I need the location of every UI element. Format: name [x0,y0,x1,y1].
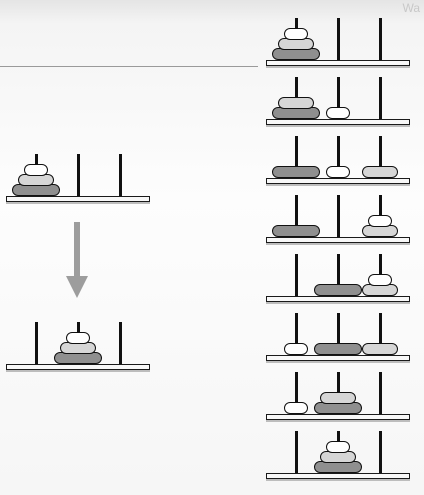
peg-1 [294,372,298,414]
small-disk [368,215,392,227]
medium-disk [362,166,398,178]
small-disk [326,107,350,119]
tower-base [266,60,410,66]
peg-3 [378,77,382,119]
small-disk [284,402,308,414]
step-8-tower [266,431,410,481]
step-2-tower [266,77,410,127]
peg-1 [34,322,38,364]
step-3-tower [266,136,410,186]
top-shade [0,0,424,24]
tower-base [6,364,150,370]
peg-1 [294,195,298,237]
tower-base [266,355,410,361]
step-4-tower [266,195,410,245]
tower-base [266,119,410,125]
peg-3 [378,431,382,473]
peg-2 [336,136,340,178]
small-disk [24,164,48,176]
tower-base [266,296,410,302]
tower-base [6,196,150,202]
medium-disk [362,343,398,355]
medium-disk [320,392,356,404]
step-1-tower [266,18,410,68]
small-disk [284,343,308,355]
peg-1 [294,431,298,473]
small-disk [326,441,350,453]
peg-1 [294,313,298,355]
arrow-down-icon [74,222,80,278]
small-disk [66,332,90,344]
peg-2 [336,254,340,296]
small-disk [326,166,350,178]
small-disk [368,274,392,286]
large-disk [314,343,362,355]
peg-2 [336,18,340,60]
tower-base [266,473,410,479]
peg-1 [294,254,298,296]
large-disk [314,284,362,296]
peg-1 [294,136,298,178]
tower-base [266,414,410,420]
watermark-text: Wa [402,1,420,15]
peg-3 [378,372,382,414]
divider-line [0,66,258,67]
final-tower [6,322,150,372]
medium-disk [278,97,314,109]
small-disk [284,28,308,40]
peg-2 [336,77,340,119]
peg-2 [336,195,340,237]
peg-3 [118,322,122,364]
initial-tower [6,154,150,204]
peg-3 [118,154,122,196]
step-6-tower [266,313,410,363]
large-disk [272,225,320,237]
peg-3 [378,18,382,60]
tower-base [266,178,410,184]
peg-2 [336,313,340,355]
peg-2 [76,154,80,196]
step-7-tower [266,372,410,422]
arrow-down-icon-head [66,276,88,298]
peg-3 [378,313,382,355]
tower-base [266,237,410,243]
large-disk [272,166,320,178]
peg-3 [378,136,382,178]
step-5-tower [266,254,410,304]
